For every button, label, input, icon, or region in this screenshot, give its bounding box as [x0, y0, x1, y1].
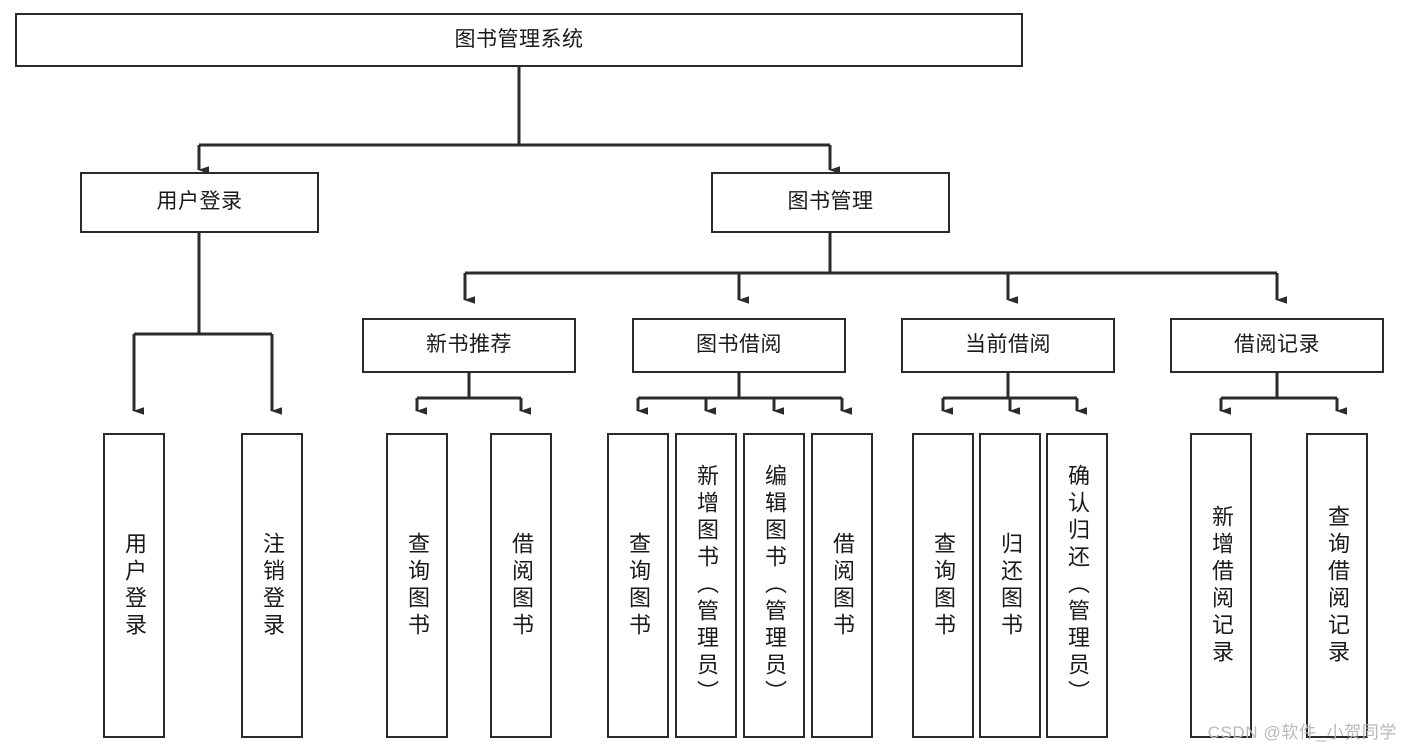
node-borrow-record-label: 借阅记录	[1234, 333, 1320, 357]
node-leaf-edit-book[interactable]: 编辑图书（管理员）	[743, 433, 805, 738]
node-leaf-add-book-label: 新增图书（管理员）	[694, 464, 719, 707]
node-leaf-logout-login-label: 注销登录	[260, 531, 285, 640]
node-leaf-query-record-label: 查询借阅记录	[1325, 504, 1350, 667]
node-new-book-rec-label: 新书推荐	[426, 333, 512, 357]
node-leaf-confirm-return[interactable]: 确认归还（管理员）	[1046, 433, 1108, 738]
node-leaf-borrow-book-2[interactable]: 借阅图书	[811, 433, 873, 738]
node-leaf-query-book-2-label: 查询图书	[626, 531, 651, 640]
node-current-borrow[interactable]: 当前借阅	[901, 318, 1115, 373]
node-book-manage[interactable]: 图书管理	[711, 172, 950, 233]
node-leaf-query-record[interactable]: 查询借阅记录	[1306, 433, 1368, 738]
node-leaf-query-book-2[interactable]: 查询图书	[607, 433, 669, 738]
node-leaf-query-book-1[interactable]: 查询图书	[386, 433, 448, 738]
node-new-book-rec[interactable]: 新书推荐	[362, 318, 576, 373]
node-leaf-query-book-3-label: 查询图书	[931, 531, 956, 640]
node-current-borrow-label: 当前借阅	[965, 333, 1051, 357]
node-leaf-add-record-label: 新增借阅记录	[1209, 504, 1234, 667]
node-user-login[interactable]: 用户登录	[80, 172, 319, 233]
node-root[interactable]: 图书管理系统	[15, 13, 1023, 67]
node-borrow-record[interactable]: 借阅记录	[1170, 318, 1384, 373]
node-leaf-edit-book-label: 编辑图书（管理员）	[762, 464, 787, 707]
node-leaf-borrow-book-1-label: 借阅图书	[509, 531, 534, 640]
node-leaf-user-login[interactable]: 用户登录	[103, 433, 165, 738]
node-root-label: 图书管理系统	[454, 27, 584, 51]
node-leaf-confirm-return-label: 确认归还（管理员）	[1065, 464, 1090, 707]
node-leaf-return-book-label: 归还图书	[998, 531, 1023, 640]
node-leaf-user-login-label: 用户登录	[122, 531, 147, 640]
node-leaf-borrow-book-1[interactable]: 借阅图书	[490, 433, 552, 738]
node-leaf-add-record[interactable]: 新增借阅记录	[1190, 433, 1252, 738]
node-leaf-return-book[interactable]: 归还图书	[979, 433, 1041, 738]
node-book-borrow-label: 图书借阅	[696, 333, 782, 357]
node-book-borrow[interactable]: 图书借阅	[632, 318, 846, 373]
node-leaf-borrow-book-2-label: 借阅图书	[830, 531, 855, 640]
node-book-manage-label: 图书管理	[787, 190, 874, 214]
node-leaf-query-book-3[interactable]: 查询图书	[912, 433, 974, 738]
node-user-login-label: 用户登录	[156, 190, 243, 214]
node-leaf-add-book[interactable]: 新增图书（管理员）	[675, 433, 737, 738]
node-leaf-logout-login[interactable]: 注销登录	[241, 433, 303, 738]
node-leaf-query-book-1-label: 查询图书	[405, 531, 430, 640]
